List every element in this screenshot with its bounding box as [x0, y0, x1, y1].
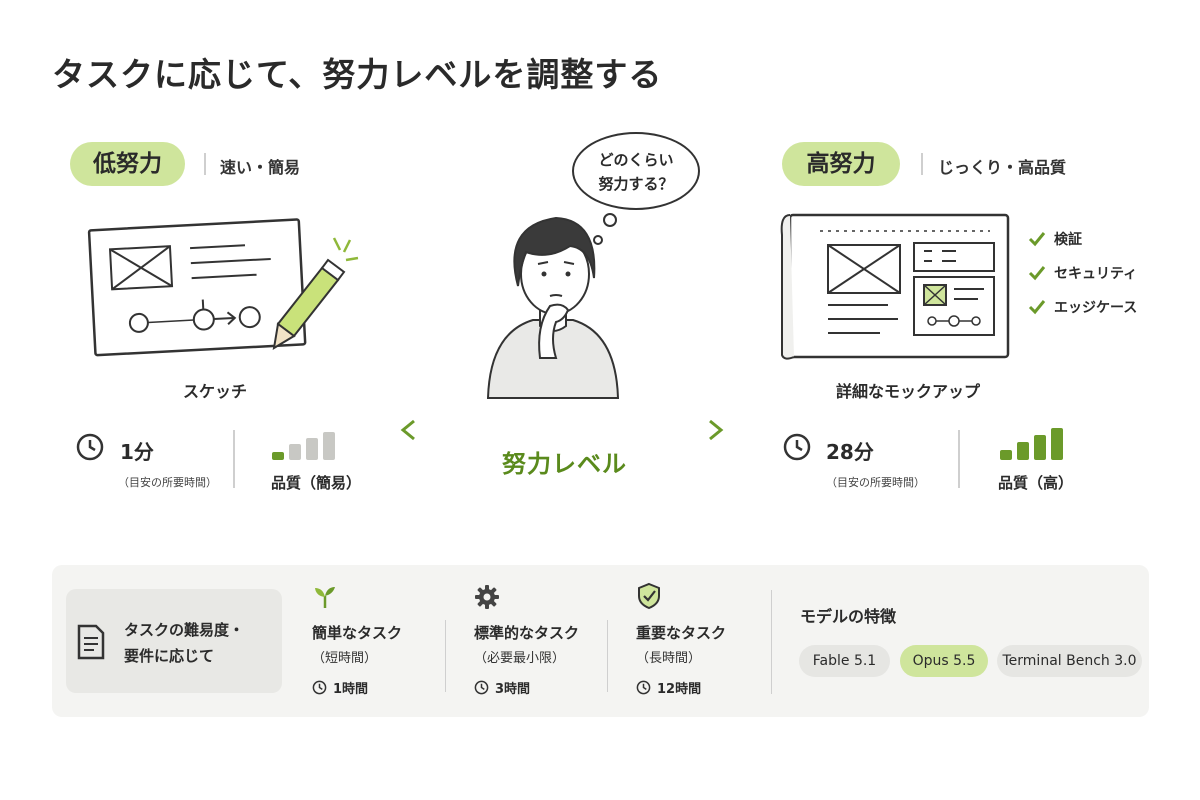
model-pill-opus[interactable]: Opus 5.5	[900, 645, 988, 677]
thought-bubble: どのくらい 努力する？	[572, 132, 700, 210]
task-time-value: 1時間	[333, 682, 369, 697]
low-quality-bars	[272, 430, 335, 460]
task-note: （長時間）	[636, 651, 702, 666]
task-requirement-line-2: 要件に応じて	[124, 647, 215, 665]
low-quality-label: 品質（簡易）	[271, 474, 362, 492]
quality-bar	[306, 438, 318, 460]
high-effort-badge: 高努力	[782, 142, 900, 186]
low-effort-time-note: （目安の所要時間）	[118, 476, 217, 489]
high-effort-time-note: （目安の所要時間）	[826, 476, 925, 489]
thinking-person-illustration	[486, 216, 620, 399]
page-title: タスクに応じて、努力レベルを調整する	[52, 55, 663, 94]
thought-line-1: どのくらい	[598, 151, 674, 169]
sprout-icon	[315, 587, 335, 608]
high-quality-bars	[1000, 428, 1063, 460]
clock-icon	[312, 680, 327, 695]
clock-icon	[783, 433, 811, 461]
sketch-illustration	[87, 218, 359, 357]
task-requirement-text: タスクの難易度・ 要件に応じて	[124, 617, 244, 669]
high-subtitle-divider	[921, 153, 923, 175]
high-effort-subtitle: じっくり・高品質	[938, 158, 1067, 177]
checklist-item: エッジケース	[1028, 290, 1137, 324]
thought-dots	[593, 213, 617, 245]
high-effort-checklist: 検証 セキュリティ エッジケース	[1028, 222, 1137, 324]
effort-level-arrow	[400, 419, 724, 441]
thought-line-2: 努力する？	[598, 175, 674, 193]
model-pill-terminal-bench[interactable]: Terminal Bench 3.0	[997, 645, 1142, 677]
gear-icon	[475, 585, 499, 609]
checkmark-icon	[1028, 300, 1046, 315]
low-effort-badge: 低努力	[70, 142, 185, 186]
checklist-item: セキュリティ	[1028, 256, 1137, 290]
task-time-value: 3時間	[495, 682, 531, 697]
low-subtitle-divider	[204, 153, 206, 175]
clock-icon	[636, 680, 651, 695]
task-note: （必要最小限）	[474, 651, 566, 666]
sketch-card	[87, 218, 307, 357]
document-icon	[77, 624, 105, 660]
quality-bar	[323, 432, 335, 460]
effort-level-label: 努力レベル	[502, 450, 627, 478]
low-effort-caption: スケッチ	[183, 382, 248, 401]
quality-bar	[1034, 435, 1046, 460]
quality-bar	[272, 452, 284, 460]
task-name: 重要なタスク	[636, 624, 727, 642]
clock-icon	[76, 433, 104, 461]
quality-bar	[1000, 450, 1012, 460]
task-time: 3時間	[474, 678, 530, 697]
low-stats-divider	[233, 430, 235, 488]
quality-bar	[1017, 442, 1029, 460]
low-effort-subtitle: 速い・簡易	[220, 158, 301, 177]
pencil-icon	[272, 237, 359, 350]
model-pill-fable[interactable]: Fable 5.1	[799, 645, 890, 677]
quality-bar	[1051, 428, 1063, 460]
checkmark-icon	[1028, 266, 1046, 281]
models-divider	[771, 590, 772, 694]
models-title: モデルの特徴	[800, 607, 897, 626]
mockup-illustration	[780, 213, 1010, 360]
task-time: 1時間	[312, 678, 368, 697]
checkmark-icon	[1028, 232, 1046, 247]
high-quality-label: 品質（高）	[998, 474, 1074, 492]
task-time: 12時間	[636, 678, 701, 697]
checklist-label: エッジケース	[1054, 300, 1138, 316]
high-effort-caption: 詳細なモックアップ	[836, 382, 981, 401]
task-time-value: 12時間	[657, 682, 702, 697]
task-name: 標準的なタスク	[474, 624, 580, 642]
checklist-label: セキュリティ	[1054, 266, 1138, 282]
task-note: （短時間）	[312, 651, 378, 666]
clock-icon	[474, 680, 489, 695]
task-divider	[445, 620, 446, 692]
quality-bar	[289, 444, 301, 460]
high-effort-time: 28分	[826, 440, 874, 464]
low-effort-time: 1分	[120, 440, 154, 464]
high-stats-divider	[958, 430, 960, 488]
checklist-item: 検証	[1028, 222, 1137, 256]
task-requirement-line-1: タスクの難易度・	[124, 621, 245, 639]
task-divider	[607, 620, 608, 692]
checklist-label: 検証	[1054, 232, 1082, 248]
task-name: 簡単なタスク	[312, 624, 403, 642]
shield-icon	[638, 582, 660, 610]
